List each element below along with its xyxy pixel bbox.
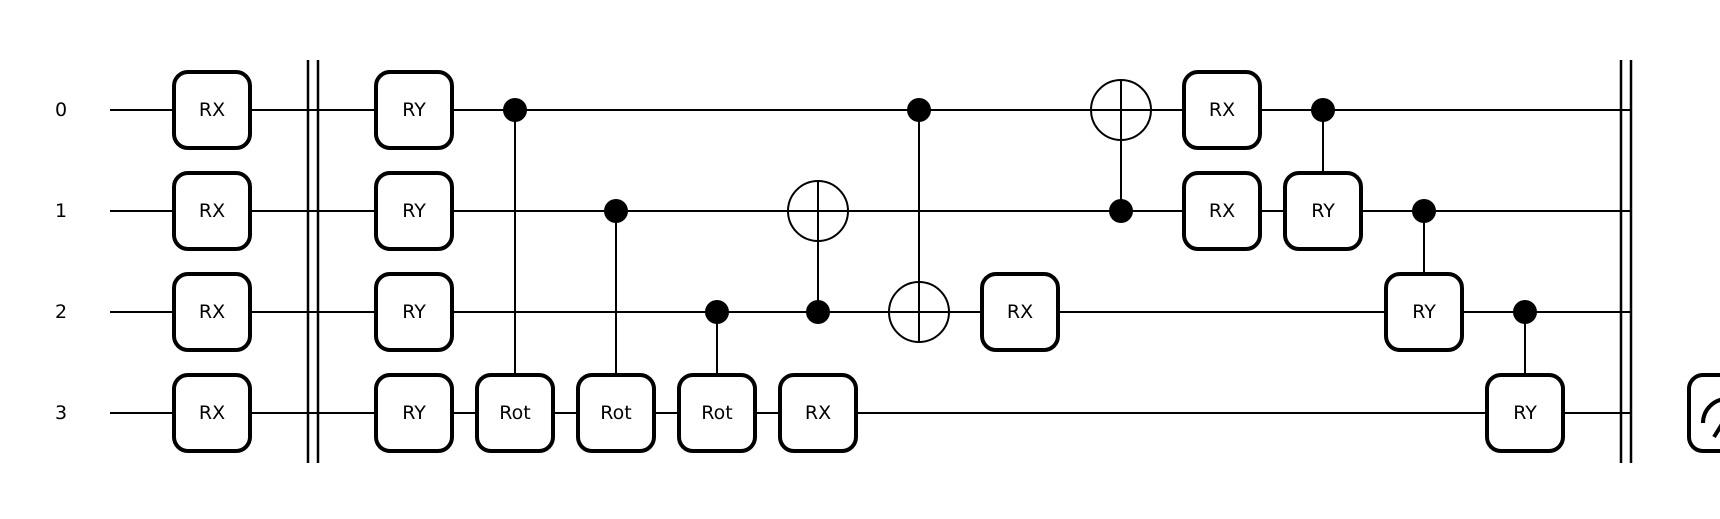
measure-meter-icon [1687,373,1720,453]
control-dot [1412,199,1436,223]
wire-label-2: 2 [55,301,67,323]
control-dot [806,300,830,324]
gate-label: RX [199,200,225,222]
gate-label: RX [199,301,225,323]
gate-box [778,373,858,453]
gate-label: RY [402,200,426,222]
cnot-gate [888,98,950,343]
wire-label-0: 0 [55,99,67,121]
control-dot [907,98,931,122]
barrier-0 [306,60,320,463]
gate-box [1182,70,1262,150]
gate-box [980,272,1060,352]
control-dot [503,98,527,122]
gate-rx: RX [172,272,252,352]
gate-rx: RX [172,171,252,251]
gate-box [1182,171,1262,251]
gate-label: RX [199,402,225,424]
gate-ry: RY [374,70,454,150]
connector-layer [503,79,1537,413]
gate-label: Rot [600,402,631,424]
barrier-1 [1619,60,1633,463]
gate-box [576,373,656,453]
gate-box [374,272,454,352]
gate-rot: Rot [475,373,555,453]
gate-ry: RY [374,171,454,251]
gate-ry: RY [374,272,454,352]
gate-label: RX [199,99,225,121]
gate-label: RY [402,301,426,323]
gate-rx: RX [1182,171,1262,251]
gate-rot: Rot [677,373,757,453]
gate-label: RY [1412,301,1436,323]
gate-label: RX [1209,99,1235,121]
cnot-gate [1090,79,1152,223]
gate-rx: RX [172,373,252,453]
gate-label: Rot [701,402,732,424]
gate-box [1384,272,1464,352]
gate-rx: RX [172,70,252,150]
gate-box [677,373,757,453]
gate-rot: Rot [576,373,656,453]
wire-label-1: 1 [55,200,67,222]
gate-label: RX [805,402,831,424]
gate-label: RY [1311,200,1335,222]
gate-box [374,70,454,150]
gate-box [1283,171,1363,251]
gate-rx: RX [1182,70,1262,150]
gate-box [172,171,252,251]
gate-ry: RY [1384,272,1464,352]
gate-ry: RY [1283,171,1363,251]
gate-box [374,373,454,453]
wire-label-layer: 0 1 2 3 [55,99,67,424]
gate-box [172,373,252,453]
control-dot [1513,300,1537,324]
wire-layer [110,109,1632,414]
gate-label: RY [402,402,426,424]
barrier-layer [306,60,1633,463]
wire-label-3: 3 [55,402,67,424]
gate-label: RX [1007,301,1033,323]
gate-layer: RX RX RX RX RY RY RY RY Rot Rot Rot RX RX RX RX RY RY RY [172,70,1720,453]
gate-box [172,70,252,150]
gate-box [1485,373,1565,453]
gate-box [475,373,555,453]
gate-label: RY [402,99,426,121]
gate-label: RX [1209,200,1235,222]
gate-ry: RY [1485,373,1565,453]
gate-box [374,171,454,251]
gate-rx: RX [980,272,1060,352]
gate-box [172,272,252,352]
control-dot [1311,98,1335,122]
gate-label: RY [1513,402,1537,424]
control-dot [604,199,628,223]
gate-rx: RX [778,373,858,453]
gate-label: Rot [499,402,530,424]
gate-ry: RY [374,373,454,453]
control-dot [1109,199,1133,223]
control-dot [705,300,729,324]
cnot-gate [787,180,849,324]
